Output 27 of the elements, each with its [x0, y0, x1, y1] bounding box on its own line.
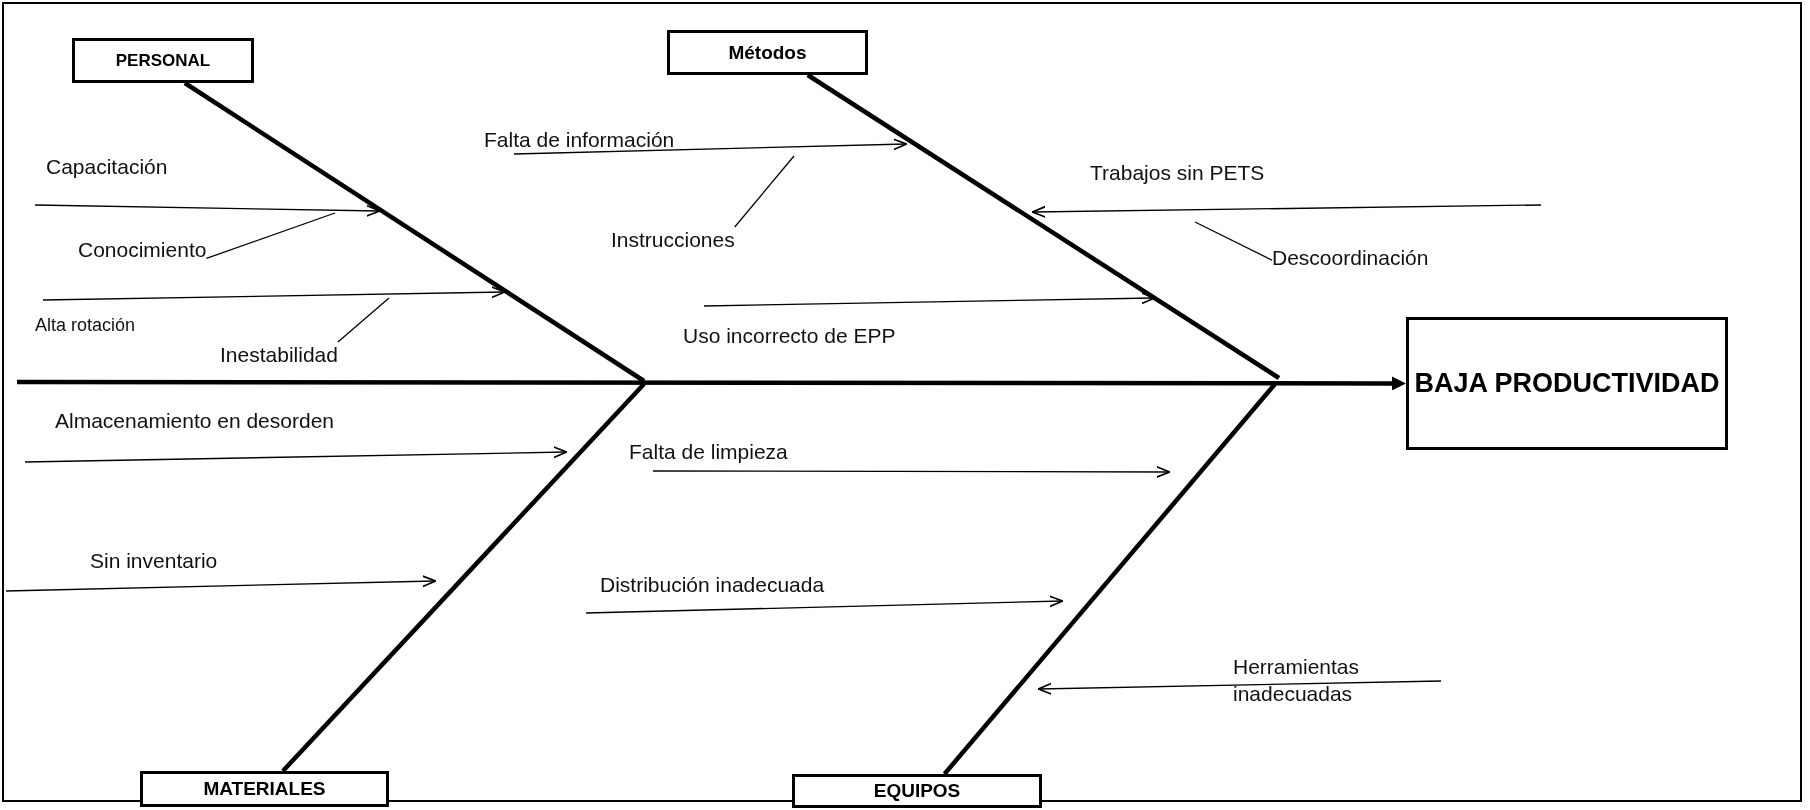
category-box: PERSONAL	[72, 38, 254, 83]
fishbone-bone	[806, 73, 1281, 380]
effect-box: BAJA PRODUCTIVIDAD	[1406, 317, 1728, 450]
cause-text: Falta de limpieza	[629, 439, 788, 465]
cause-text: Alta rotación	[35, 314, 136, 337]
category-box: MATERIALES	[140, 771, 389, 807]
cause-text: Capacitación	[46, 154, 168, 180]
leader-line	[337, 297, 390, 343]
category-box: EQUIPOS	[792, 774, 1042, 808]
cause-text: Trabajos sin PETS	[1090, 160, 1265, 186]
leader-line	[734, 155, 795, 228]
sub-cause-text: Descoordinación	[1272, 245, 1429, 271]
leader-line	[1194, 221, 1273, 261]
fishbone-bone	[183, 81, 646, 383]
cause-text: Herramientas inadecuadas	[1233, 654, 1361, 708]
cause-text: Almacenamiento en desorden	[55, 408, 334, 434]
category-box: Métodos	[667, 30, 868, 75]
cause-text: Falta de información	[484, 127, 675, 153]
cause-text: Sin inventario	[90, 548, 218, 574]
sub-cause-text: Instrucciones	[611, 227, 735, 253]
leader-line	[205, 212, 336, 260]
fishbone-bone	[281, 382, 646, 773]
cause-text: Distribución inadecuada	[600, 572, 825, 598]
sub-cause-text: Inestabilidad	[220, 342, 338, 368]
cause-text: Uso incorrecto de EPP	[683, 323, 896, 349]
arrow	[17, 376, 1406, 391]
sub-cause-text: Conocimiento	[78, 237, 207, 263]
